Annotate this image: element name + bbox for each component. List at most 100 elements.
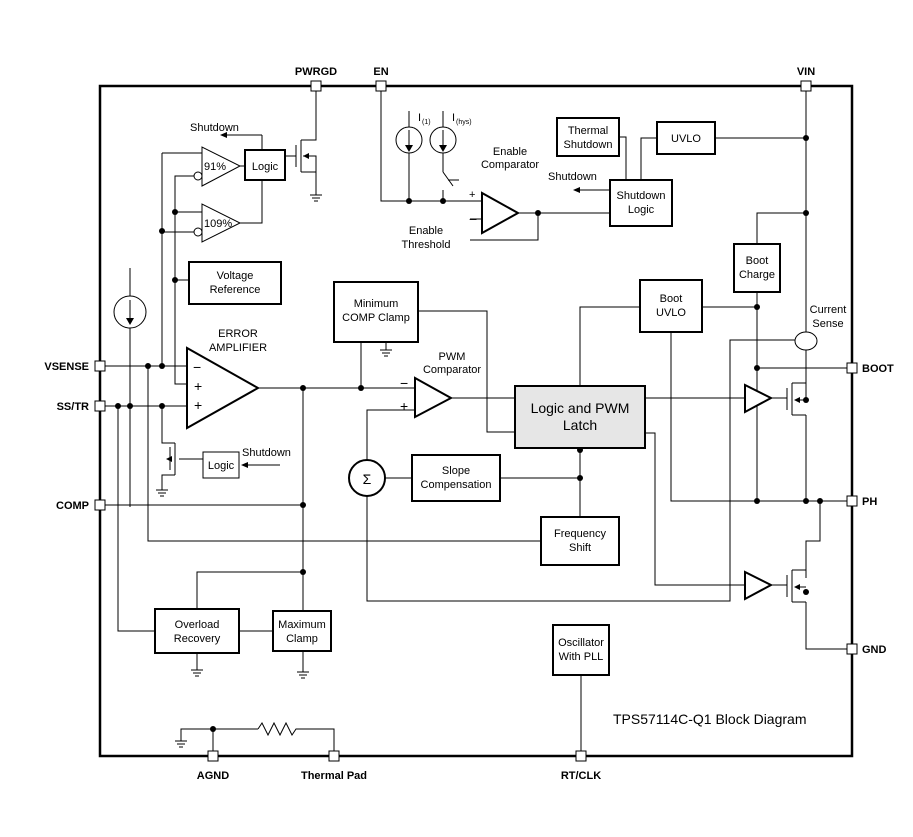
svg-text:PH: PH	[862, 496, 877, 508]
current-sense	[794, 331, 818, 351]
svg-text:Voltage: Voltage	[217, 270, 254, 282]
enable-comparator	[481, 191, 521, 235]
svg-text:VIN: VIN	[797, 66, 815, 78]
pin-vsense[interactable]	[94, 360, 106, 372]
maximum-clamp-box	[272, 610, 332, 652]
pin-rtclk[interactable]	[575, 750, 587, 762]
svg-text:GND: GND	[862, 644, 887, 656]
svg-text:I: I	[418, 112, 421, 124]
svg-text:Shutdown: Shutdown	[242, 447, 291, 459]
svg-text:Logic and PWM: Logic and PWM	[531, 400, 630, 416]
svg-text:Σ: Σ	[363, 471, 372, 487]
svg-text:91%: 91%	[204, 161, 226, 173]
svg-text:+: +	[400, 398, 408, 414]
svg-text:Comparator: Comparator	[423, 364, 481, 376]
svg-text:Comparator: Comparator	[481, 159, 539, 171]
shutdown-top-label: Shutdown	[190, 122, 239, 134]
svg-text:RT/CLK: RT/CLK	[561, 770, 601, 782]
svg-text:Maximum: Maximum	[278, 619, 326, 631]
voltage-reference-box	[188, 261, 282, 305]
svg-text:Oscillator: Oscillator	[558, 637, 604, 649]
svg-text:COMP: COMP	[56, 500, 89, 512]
svg-text:VSENSE: VSENSE	[44, 361, 89, 373]
package-outline	[98, 84, 854, 758]
high-side-driver	[744, 383, 774, 414]
svg-text:PWM: PWM	[439, 351, 466, 363]
svg-text:AGND: AGND	[197, 770, 229, 782]
svg-text:Clamp: Clamp	[286, 633, 318, 645]
pwrgd-mosfet	[287, 139, 317, 195]
svg-text:−: −	[400, 375, 408, 391]
svg-text:Compensation: Compensation	[421, 479, 492, 491]
svg-text:+: +	[469, 189, 475, 201]
shutdown-logic-box	[609, 179, 673, 227]
svg-text:COMP Clamp: COMP Clamp	[342, 312, 410, 324]
slope-compensation-box	[411, 454, 501, 502]
svg-text:UVLO: UVLO	[671, 133, 701, 145]
svg-text:Thermal Pad: Thermal Pad	[301, 770, 367, 782]
pin-pwrgd-label: PWRGD	[295, 66, 337, 78]
svg-text:Thermal: Thermal	[568, 125, 608, 137]
svg-text:109%: 109%	[204, 218, 232, 230]
svg-text:With PLL: With PLL	[559, 651, 604, 663]
svg-text:UVLO: UVLO	[656, 307, 686, 319]
svg-text:Threshold: Threshold	[402, 239, 451, 251]
comparator-109	[201, 203, 242, 243]
svg-text:Enable: Enable	[493, 146, 527, 158]
svg-text:Current: Current	[810, 304, 847, 316]
ss-mosfet	[161, 443, 203, 490]
svg-text:(1): (1)	[422, 119, 431, 126]
diagram-caption: TPS57114C-Q1 Block Diagram	[613, 711, 806, 727]
svg-text:Sense: Sense	[812, 318, 843, 330]
svg-text:+: +	[194, 397, 202, 413]
svg-text:Minimum: Minimum	[354, 298, 399, 310]
pwm-comparator	[414, 376, 454, 419]
svg-text:Recovery: Recovery	[174, 633, 221, 645]
svg-text:Shutdown: Shutdown	[617, 190, 666, 202]
pin-sstr[interactable]	[94, 400, 106, 412]
boot-uvlo-box	[639, 279, 703, 333]
svg-text:Latch: Latch	[563, 417, 597, 433]
frequency-shift-box	[540, 516, 620, 566]
boot-charge-box	[733, 243, 781, 293]
svg-text:ERROR: ERROR	[218, 328, 258, 340]
svg-text:Overload: Overload	[175, 619, 220, 631]
comparator-91	[201, 146, 242, 187]
high-side-mosfet	[786, 382, 807, 501]
svg-text:I: I	[452, 112, 455, 124]
pin-gnd[interactable]	[846, 643, 858, 655]
pin-pwrgd[interactable]	[310, 80, 322, 92]
svg-text:Shutdown: Shutdown	[564, 139, 613, 151]
pin-boot[interactable]	[846, 362, 858, 374]
pin-ph[interactable]	[846, 495, 858, 507]
svg-text:Charge: Charge	[739, 269, 775, 281]
svg-text:AMPLIFIER: AMPLIFIER	[209, 342, 267, 354]
svg-text:Frequency: Frequency	[554, 528, 606, 540]
svg-text:Boot: Boot	[660, 293, 683, 305]
pin-comp[interactable]	[94, 499, 106, 511]
svg-text:Enable: Enable	[409, 225, 443, 237]
svg-text:Logic: Logic	[208, 460, 235, 472]
logic-top-box	[244, 149, 286, 181]
logic-pwm-latch-box	[514, 385, 646, 449]
hys-switch	[442, 171, 459, 201]
svg-text:Shutdown: Shutdown	[548, 171, 597, 183]
resistor	[257, 721, 335, 751]
pin-thermal-pad[interactable]	[328, 750, 340, 762]
min-comp-clamp-box	[333, 281, 419, 343]
error-amplifier	[186, 346, 261, 430]
svg-text:+: +	[194, 378, 202, 394]
low-side-mosfet	[786, 569, 847, 650]
svg-text:Logic: Logic	[628, 204, 655, 216]
logic-bottom-box	[202, 451, 240, 479]
svg-text:Boot: Boot	[746, 255, 769, 267]
pin-en[interactable]	[375, 80, 387, 92]
svg-text:Shift: Shift	[569, 542, 591, 554]
svg-text:−: −	[193, 359, 201, 375]
pin-vin[interactable]	[800, 80, 812, 92]
svg-text:Reference: Reference	[210, 284, 261, 296]
svg-text:SS/TR: SS/TR	[57, 401, 89, 413]
pin-agnd[interactable]	[207, 750, 219, 762]
svg-text:(hys): (hys)	[456, 119, 472, 126]
